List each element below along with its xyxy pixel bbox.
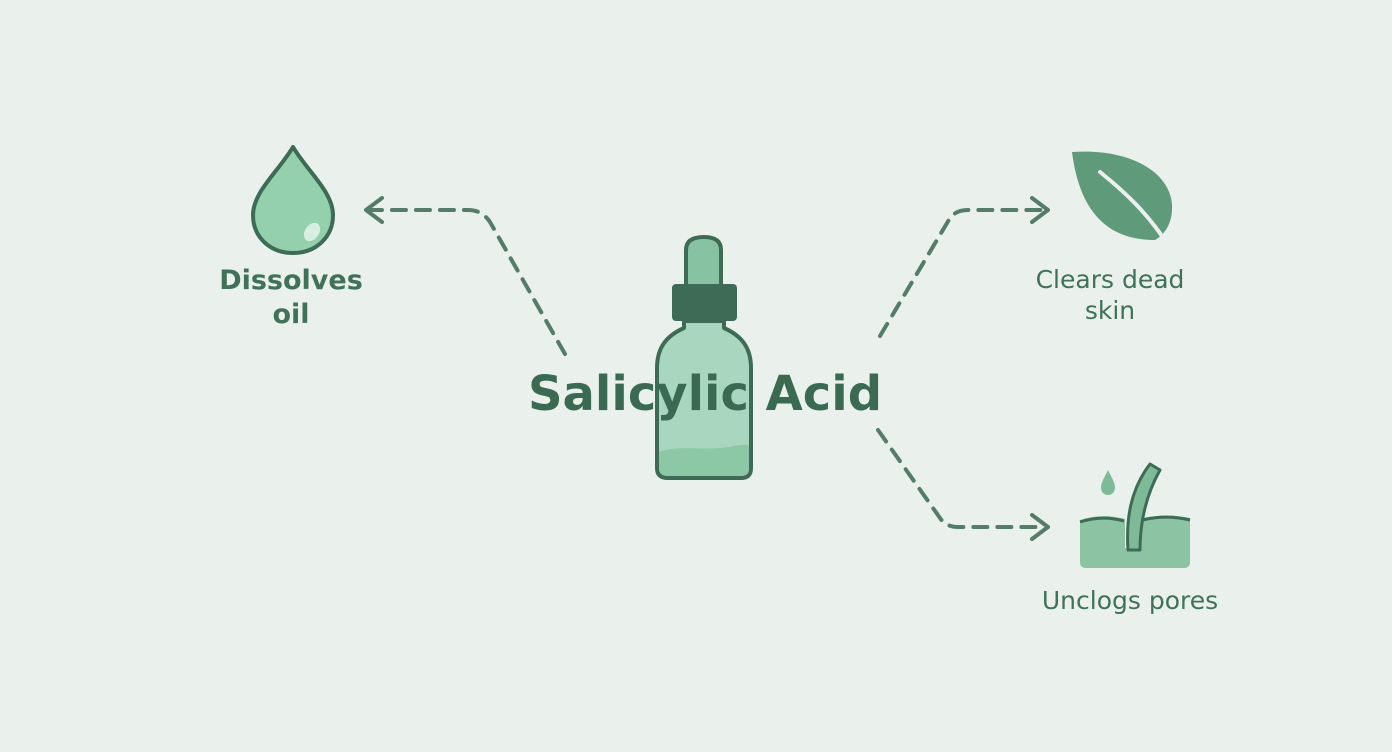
benefit-label-line: Dissolves: [219, 265, 363, 296]
dropper-bottle-icon: [655, 235, 753, 480]
benefit-label-line: Clears dead: [1035, 265, 1185, 294]
skin-pore-icon: [1079, 462, 1191, 568]
center-title: Salicylic Acid: [527, 366, 883, 422]
benefit-label-line: oil: [272, 298, 310, 330]
benefit-label-clears-dead-skin: Clears dead skin: [1010, 264, 1210, 327]
arrow-to-dissolves-oil: [364, 196, 567, 356]
benefit-label-unclogs-pores: Unclogs pores: [1010, 585, 1250, 616]
leaf-icon: [1072, 151, 1173, 244]
arrow-to-unclogs-pores: [876, 428, 1050, 541]
arrow-to-clears-dead-skin: [878, 196, 1050, 338]
oil-drop-icon: [251, 145, 335, 255]
benefit-label-dissolves-oil: Dissolves oil: [196, 264, 386, 332]
benefit-label-line: skin: [1084, 296, 1136, 326]
benefit-label-line: Unclogs pores: [1041, 586, 1219, 615]
